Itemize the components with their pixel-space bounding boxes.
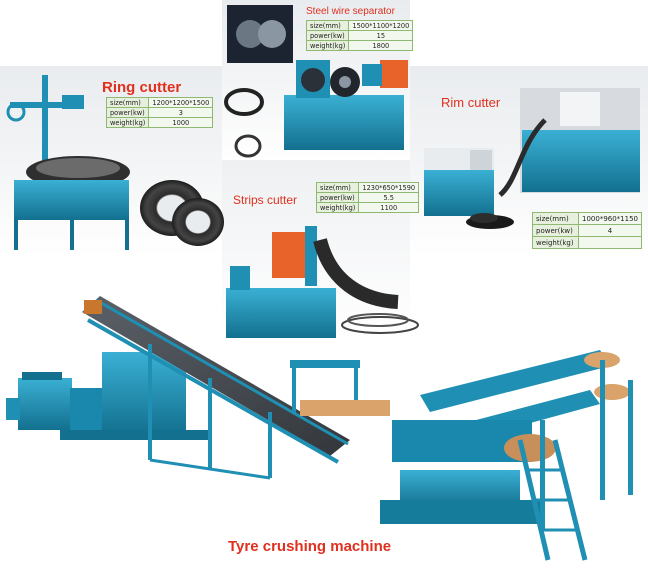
spec-value: [578, 236, 642, 249]
spec-value: 1000*960*1150: [578, 212, 642, 225]
ring-cutter-spec-table: size(mm)1200*1200*1500 power(kw)3 weight…: [105, 97, 214, 128]
spec-value: 1230*650*1590: [358, 182, 420, 193]
spec-value: 4: [578, 224, 642, 237]
spec-key: power(kw): [105, 107, 150, 118]
rim-cutter-machine: [424, 88, 640, 229]
spec-key: weight(kg): [315, 202, 360, 213]
rim-cutter-title: Rim cutter: [441, 95, 501, 110]
rim-cutter-spec-table: size(mm)1000*960*1150 power(kw)4 weight(…: [532, 212, 642, 249]
spec-key: weight(kg): [532, 236, 579, 249]
spec-row: power(kw)15: [305, 30, 414, 41]
spec-value: 1100: [358, 202, 420, 213]
strips-cutter-machine: [226, 226, 419, 338]
spec-value: 15: [348, 30, 414, 41]
spec-value: 1800: [348, 40, 414, 51]
spec-value: 1200*1200*1500: [148, 97, 214, 108]
spec-value: 3: [148, 107, 214, 118]
strips-cutter-title: Strips cutter: [233, 193, 298, 207]
spec-value: 1000: [148, 117, 214, 128]
spec-key: power(kw): [315, 192, 360, 203]
steel-wire-separator-title: Steel wire separator: [306, 6, 395, 17]
steel-wire-separator-machine: [227, 5, 408, 150]
spec-row: power(kw)5.5: [315, 192, 420, 203]
tyre-crushing-line: [6, 296, 633, 561]
spec-key: power(kw): [305, 30, 350, 41]
spec-key: power(kw): [532, 224, 579, 237]
spec-key: size(mm): [105, 97, 150, 108]
spec-row: size(mm)1000*960*1150: [532, 212, 642, 225]
ring-cutter-sample-rings: [140, 88, 264, 246]
spec-row: size(mm)1200*1200*1500: [105, 97, 214, 108]
spec-row: weight(kg)1100: [315, 202, 420, 213]
spec-key: weight(kg): [105, 117, 150, 128]
spec-row: size(mm)1230*650*1590: [315, 182, 420, 193]
tyre-crushing-caption: Tyre crushing machine: [228, 538, 392, 555]
steel-wire-separator-spec-table: size(mm)1500*1100*1200 power(kw)15 weigh…: [305, 20, 414, 51]
spec-row: weight(kg)1000: [105, 117, 214, 128]
spec-row: power(kw)3: [105, 107, 214, 118]
spec-value: 1500*1100*1200: [348, 20, 414, 31]
spec-key: weight(kg): [305, 40, 350, 51]
ring-cutter-machine: [6, 75, 130, 250]
strips-cutter-spec-table: size(mm)1230*650*1590 power(kw)5.5 weigh…: [315, 182, 420, 213]
ring-cutter-title: Ring cutter: [102, 79, 182, 96]
spec-row: weight(kg)1800: [305, 40, 414, 51]
spec-key: size(mm): [305, 20, 350, 31]
spec-row: power(kw)4: [532, 224, 642, 237]
spec-row: weight(kg): [532, 236, 642, 249]
spec-row: size(mm)1500*1100*1200: [305, 20, 414, 31]
spec-key: size(mm): [532, 212, 579, 225]
spec-key: size(mm): [315, 182, 360, 193]
spec-value: 5.5: [358, 192, 420, 203]
